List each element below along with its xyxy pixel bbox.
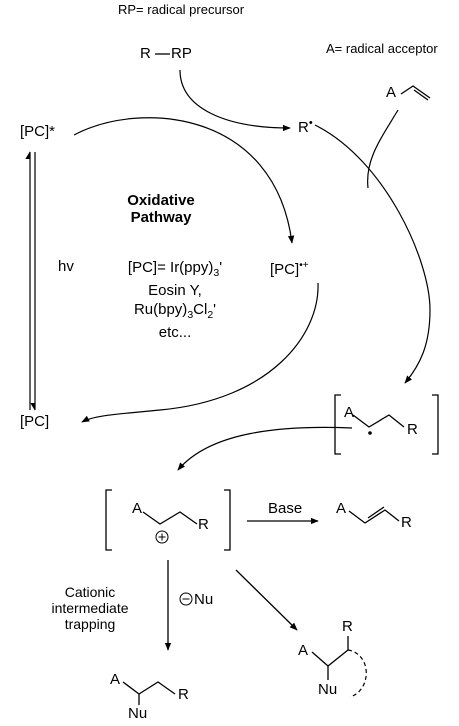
cation-left-bracket — [105, 489, 112, 551]
arrow-pc-excited-to-oxidized — [73, 117, 295, 244]
cyclic-product-chain — [311, 649, 349, 667]
arrow-adduct-to-cation — [177, 426, 353, 471]
alkene-a: A — [336, 500, 347, 517]
trap-product-a: A — [110, 671, 121, 688]
hv-label: hv — [58, 258, 74, 275]
substrate-r: R — [140, 45, 151, 62]
cyclic-product-a: A — [298, 642, 309, 659]
radical-adduct-chain — [352, 414, 405, 428]
cation-right-bracket — [224, 489, 231, 551]
arrow-pc-oxidized-to-ground — [81, 282, 319, 423]
radical-adduct-dot — [368, 431, 372, 435]
alkene-r: R — [401, 514, 412, 531]
base-label: Base — [268, 500, 303, 517]
pc-oxidized: [PC]•+ — [270, 260, 309, 278]
nu-charge-circle — [179, 592, 193, 606]
pc-excited: [PC]* — [20, 123, 56, 140]
acceptor-a: A — [386, 84, 397, 101]
cyclic-product-ring-closure — [347, 649, 367, 698]
cation-charge-circle — [155, 530, 169, 544]
cation-chain — [142, 511, 198, 525]
trap-product-chain — [122, 681, 176, 695]
substrate-rp: RP — [171, 45, 192, 62]
cyclic-product-r: R — [342, 618, 353, 635]
catalyst-list: [PC]= Ir(ppy)3' Eosin Y, Ru(bpy)3Cl2' et… — [127, 259, 223, 341]
radical-adduct-right-bracket — [432, 394, 439, 455]
trapping-label: Cationic intermediate trapping — [51, 584, 129, 633]
radical-adduct-left-bracket — [334, 394, 341, 455]
rp-definition: RP= radical precursor — [118, 2, 245, 17]
arrow-to-cyclic-product — [235, 569, 298, 631]
radical-adduct-r: R — [407, 421, 418, 438]
trap-product-r: R — [178, 686, 189, 703]
arrow-radical-to-adduct — [314, 124, 431, 384]
cycle-title: Oxidative Pathway — [127, 192, 195, 227]
nucleophile-label: Nu — [194, 591, 214, 608]
alkene-double-bond — [367, 506, 385, 519]
cation-a: A — [132, 500, 143, 517]
cation-r: R — [198, 516, 209, 533]
alkene-chain — [348, 509, 400, 524]
a-definition: A= radical acceptor — [326, 41, 438, 56]
radical-adduct-a: A — [344, 404, 355, 421]
acceptor-vinyl — [400, 85, 431, 99]
trap-product-nu: Nu — [128, 705, 148, 722]
arrow-acceptor-entry — [367, 109, 399, 189]
arrow-rrp-to-radical — [179, 69, 291, 132]
acceptor-double-bond — [413, 89, 429, 101]
radical-r: R• — [298, 117, 313, 136]
pc-ground: [PC] — [20, 413, 50, 430]
cyclic-product-nu: Nu — [318, 681, 338, 698]
